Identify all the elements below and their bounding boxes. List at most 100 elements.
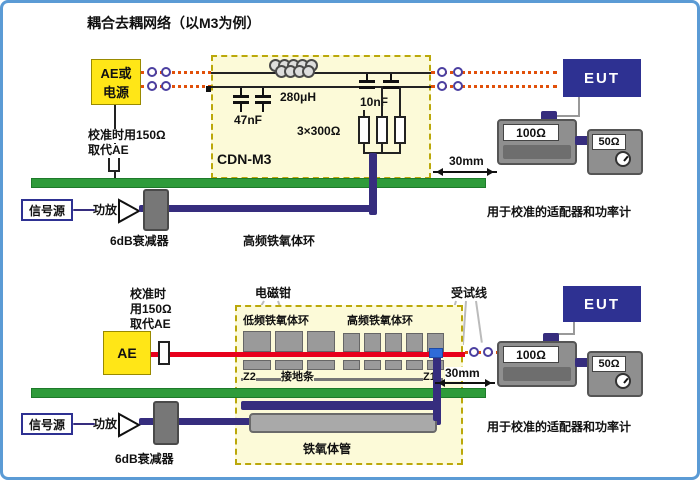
capacitor-icon (240, 88, 242, 95)
signal-line (73, 209, 95, 211)
inductor-value: 280μH (280, 90, 317, 104)
dotted-line-right-bottom (431, 85, 557, 88)
ferrite-block (307, 331, 335, 352)
amplifier-label-top: 功放 (93, 203, 118, 217)
wire-terminal-icon (437, 67, 447, 77)
wire-terminal-icon (437, 81, 447, 91)
resistor-icon (376, 116, 388, 144)
ferrite-block (243, 331, 271, 352)
ferrite-block (406, 360, 423, 370)
eut-box-top: EUT (563, 59, 641, 97)
capacitor-icon (240, 104, 242, 112)
adapter-note-top: 用于校准的适配器和功率计 (487, 205, 632, 219)
dut-wire-label: 受试线 (451, 286, 488, 300)
calibration-resistor-icon-bottom (158, 341, 170, 365)
adapter-connector (541, 111, 557, 121)
em-clamp-box (235, 305, 463, 465)
eut-connection-line (573, 322, 575, 334)
resistor-lead (363, 110, 365, 118)
attenuator-label-bottom: 6dB衰减器 (115, 452, 174, 466)
resistor-lead (399, 144, 401, 153)
resistor-icon (394, 116, 406, 144)
cap2-value: 10nF (360, 95, 389, 109)
ground-strip-bar (241, 378, 443, 381)
capacitor-icon (383, 80, 399, 83)
dotted-line-left-top (141, 71, 211, 74)
dut-wire-red (151, 352, 465, 357)
ferrite-tube (249, 413, 437, 433)
ferrite-block (307, 360, 335, 370)
clamp-label: 电磁钳 (255, 286, 292, 300)
eut-connection-line (551, 333, 575, 335)
adapter-note-bottom: 用于校准的适配器和功率计 (487, 420, 632, 434)
wire-terminal-icon (469, 347, 479, 357)
ae-box-bottom: AE (103, 331, 151, 375)
attenuator-label-top: 6dB衰减器 (110, 234, 169, 248)
wire-terminal-icon (161, 81, 171, 91)
attenuator-box-top (143, 189, 169, 231)
amplifier-icon (118, 412, 141, 438)
ferrite-block (364, 333, 381, 352)
resistor-bus (363, 152, 401, 154)
pointer-line (475, 300, 483, 343)
resistor-icon (358, 116, 370, 144)
calib-note-bottom-2: 用150Ω (129, 302, 173, 317)
amplifier-label-bottom: 功放 (93, 417, 118, 431)
ae-source-line1: AE或 (100, 66, 132, 81)
capacitor-icon (255, 101, 271, 104)
coax-cable-top (139, 205, 371, 212)
ground-strip-label: 接地条 (281, 371, 314, 384)
z1-label: Z1 (423, 371, 436, 384)
meter-connector (575, 358, 589, 367)
ae-source-line2: 电源 (102, 85, 129, 100)
wire-terminal-icon (161, 67, 171, 77)
wire-terminal-icon (483, 347, 493, 357)
junction-dot (206, 86, 212, 92)
cdn-name: CDN-M3 (217, 151, 272, 167)
distance-arrow-icon (435, 379, 495, 387)
ferrite-block (243, 360, 271, 370)
distance-label-top: 30mm (449, 154, 484, 168)
coax-cable-vertical-bottom (433, 355, 441, 421)
adapter-base (503, 145, 571, 159)
z2-label: Z2 (243, 371, 256, 384)
adapter-value-bottom: 100Ω (503, 346, 559, 363)
ferrite-block (406, 333, 423, 352)
wire-terminal-icon (453, 81, 463, 91)
signal-source-box-bottom: 信号源 (21, 413, 73, 435)
ferrite-block (385, 360, 402, 370)
ae-source-box: AE或 电源 (91, 59, 141, 105)
meter-value-top: 50Ω (592, 134, 626, 150)
clamp-lower-bar (241, 401, 441, 410)
wire-terminal-icon (147, 67, 157, 77)
capacitor-icon (262, 104, 264, 112)
capacitor-icon (233, 95, 249, 98)
signal-source-box-top: 信号源 (21, 199, 73, 221)
capacitor-icon (383, 86, 399, 89)
capacitor-icon (359, 86, 375, 89)
hf-ferrite-label: 高频铁氧体环 (347, 315, 413, 327)
attenuator-box-bottom (153, 401, 179, 445)
meter-value-bottom: 50Ω (592, 356, 626, 372)
meter-dial-icon (615, 151, 631, 167)
meter-dial-icon (615, 373, 631, 389)
ferrite-ring-label-top: 高频铁氧体环 (243, 234, 316, 248)
signal-line (73, 423, 95, 425)
lf-ferrite-label: 低频铁氧体环 (243, 315, 309, 327)
capacitor-icon (255, 95, 271, 98)
dotted-line-left-bottom (141, 85, 211, 88)
calib-note-bottom-3: 取代AE (129, 317, 172, 332)
capacitor-icon (390, 74, 392, 80)
resistor-lead (399, 88, 401, 118)
capacitor-icon (233, 101, 249, 104)
clamp-connector (429, 348, 443, 358)
ground-plane-top (31, 178, 486, 188)
adapter-connector (543, 333, 559, 343)
resistor-lead (363, 144, 365, 153)
dotted-line-bottom (465, 351, 499, 354)
cdn-wire-bottom (211, 86, 431, 88)
cap1-value: 47nF (234, 113, 263, 127)
top-title: 耦合去耦网络（以M3为例） (87, 15, 261, 31)
inductor-icon (269, 59, 318, 78)
